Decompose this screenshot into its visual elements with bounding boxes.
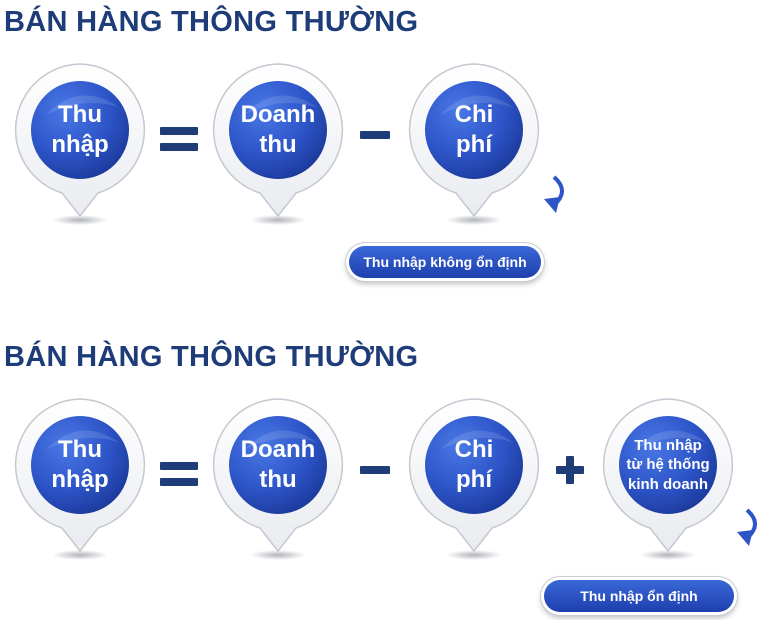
- bubble-text-line: Chi: [454, 436, 494, 463]
- bubble-text-line: từ hệ thống: [626, 456, 710, 474]
- bubble-text-line: nhập: [51, 466, 109, 493]
- section-system-sales: BÁN HÀNG THÔNG THƯỜNG Thu nhập Doanh thu…: [0, 335, 763, 620]
- bubble-text-line: Thu: [58, 436, 102, 463]
- minus-sign: [360, 466, 390, 474]
- bubble-text-line: Thu nhập: [634, 436, 702, 454]
- bubble-label: Thu nhập: [34, 84, 126, 176]
- income-bubble: Thu nhập: [10, 60, 150, 230]
- plus-sign: [556, 456, 584, 484]
- bubble-text-line: Doanh: [240, 101, 316, 128]
- income-bubble: Thu nhập: [10, 395, 150, 565]
- bubble-text-line: Doanh: [240, 436, 316, 463]
- revenue-bubble: Doanh thu: [208, 60, 348, 230]
- cost-bubble: Chi phí: [404, 395, 544, 565]
- section-regular-sales: BÁN HÀNG THÔNG THƯỜNG Thu nhập Doanh thu…: [0, 0, 763, 300]
- bubble-text-line: nhập: [51, 131, 109, 158]
- system-income-bubble: Thu nhập từ hệ thống kinh doanh: [598, 395, 738, 565]
- bubble-text-line: thu: [259, 466, 297, 493]
- stable-income-badge: Thu nhập ổn định: [544, 580, 734, 612]
- minus-sign: [360, 131, 390, 139]
- section-title: BÁN HÀNG THÔNG THƯỜNG: [4, 6, 419, 38]
- badge-text: Thu nhập không ổn định: [363, 254, 527, 270]
- revenue-bubble: Doanh thu: [208, 395, 348, 565]
- bubble-label: Chi phí: [428, 419, 520, 511]
- bubble-label: Thu nhập: [34, 419, 126, 511]
- bubble-label: Chi phí: [428, 84, 520, 176]
- bubble-label: Thu nhập từ hệ thống kinh doanh: [622, 419, 714, 511]
- bubble-label: Doanh thu: [232, 84, 324, 176]
- curved-arrow-icon: [737, 508, 757, 546]
- bubble-text-line: Thu: [58, 101, 102, 128]
- bubble-text-line: kinh doanh: [628, 475, 708, 493]
- section-title: BÁN HÀNG THÔNG THƯỜNG: [4, 341, 419, 373]
- curved-arrow-icon: [544, 175, 564, 213]
- bubble-text-line: thu: [259, 131, 297, 158]
- bubble-label: Doanh thu: [232, 419, 324, 511]
- cost-bubble: Chi phí: [404, 60, 544, 230]
- bubble-text-line: phí: [456, 466, 492, 493]
- badge-text: Thu nhập ổn định: [580, 588, 698, 604]
- bubble-text-line: phí: [456, 131, 492, 158]
- bubble-text-line: Chi: [454, 101, 494, 128]
- unstable-income-badge: Thu nhập không ổn định: [349, 246, 541, 278]
